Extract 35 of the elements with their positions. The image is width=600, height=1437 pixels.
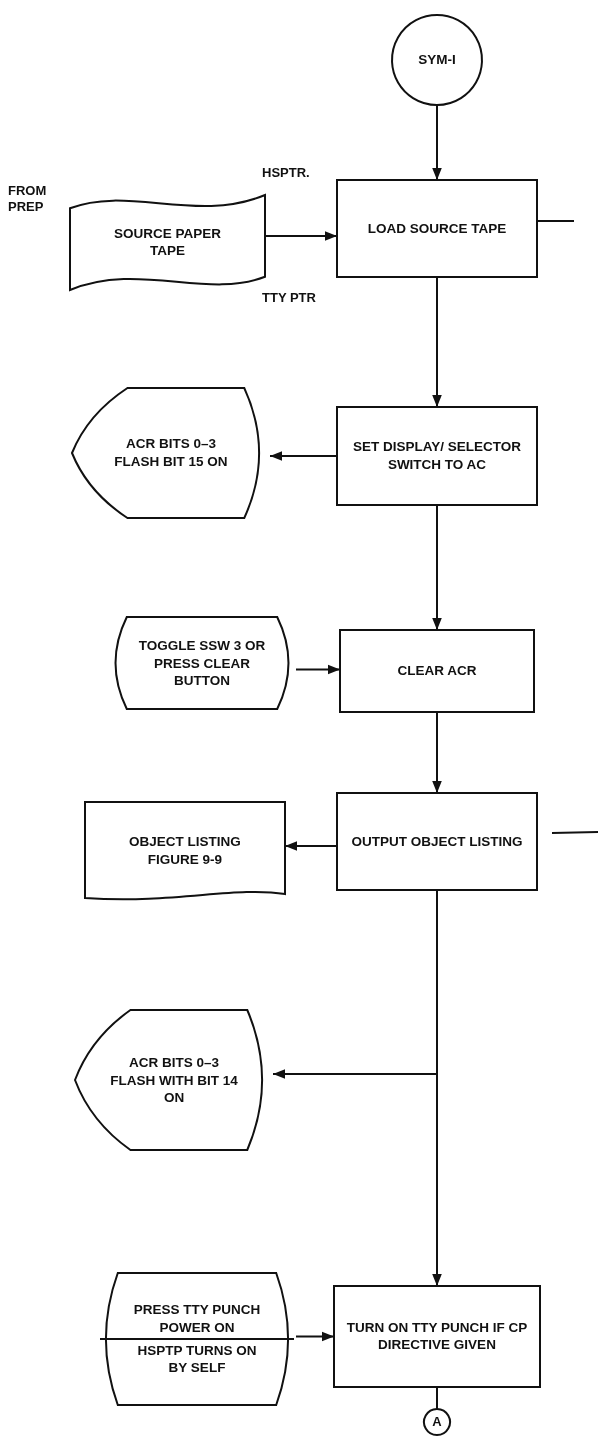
arrow bbox=[432, 104, 442, 181]
node-text: CLEAR ACR bbox=[396, 662, 478, 680]
node-text: PRESS TTY PUNCH POWER ON bbox=[132, 1301, 262, 1337]
node-text: TOGGLE SSW 3 OR PRESS CLEAR BUTTON bbox=[137, 636, 267, 690]
process-box bbox=[337, 793, 537, 890]
node-text: HSPTP TURNS ON BY SELF bbox=[136, 1341, 258, 1377]
process-box bbox=[340, 630, 534, 712]
node-text: SYM-I bbox=[417, 51, 457, 69]
arrow bbox=[272, 889, 438, 1079]
arrow bbox=[432, 276, 442, 408]
node-text: TURN ON TTY PUNCH IF CP DIRECTIVE GIVEN bbox=[345, 1318, 529, 1355]
manual-operation-symbol bbox=[98, 1273, 296, 1405]
node-text: LOAD SOURCE TAPE bbox=[366, 219, 508, 238]
paper-tape-symbol bbox=[70, 195, 265, 290]
node-text: SOURCE PAPER TAPE bbox=[113, 224, 222, 261]
node-text: OUTPUT OBJECT LISTING bbox=[350, 832, 524, 851]
connection-label: TTY PTR bbox=[262, 290, 316, 307]
arrow bbox=[432, 711, 442, 794]
connector-circle bbox=[392, 15, 482, 105]
node-text: SET DISPLAY/ SELECTOR SWITCH TO AC bbox=[351, 438, 522, 474]
connector-circle bbox=[424, 1409, 450, 1435]
arrow bbox=[295, 664, 341, 675]
connection-label: HSPTR. bbox=[262, 165, 310, 182]
node-text: ACR BITS 0–3 FLASH BIT 15 ON bbox=[113, 435, 229, 471]
process-box bbox=[334, 1286, 540, 1387]
node-text: A bbox=[431, 1413, 443, 1431]
arrow bbox=[269, 451, 338, 461]
arrow bbox=[432, 504, 442, 631]
process-box bbox=[337, 180, 537, 277]
process-box bbox=[337, 407, 537, 505]
document-symbol bbox=[85, 802, 285, 900]
arrow bbox=[295, 1331, 335, 1342]
node-text: OBJECT LISTING FIGURE 9-9 bbox=[128, 833, 242, 869]
node-text: ACR BITS 0–3 FLASH WITH BIT 14 ON bbox=[109, 1053, 239, 1107]
side-label: FROM PREP bbox=[8, 183, 48, 216]
